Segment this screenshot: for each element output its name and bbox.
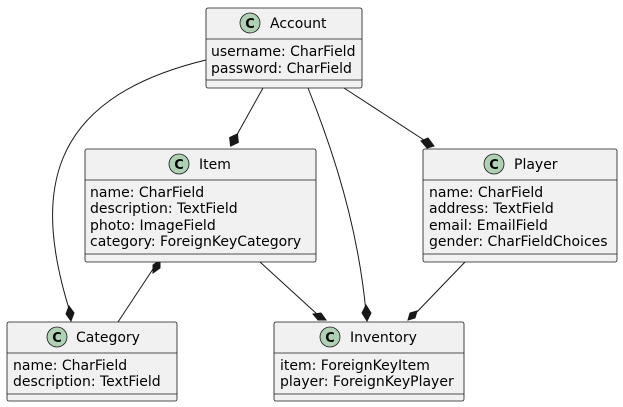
- diamond-inventory-right: [407, 310, 418, 321]
- class-badge-letter: C: [325, 331, 335, 346]
- class-badge-letter: C: [52, 331, 62, 346]
- class-badge-icon: [46, 326, 68, 348]
- class-attribute: gender: CharFieldChoices: [429, 234, 608, 250]
- edge-account-player: [343, 87, 428, 143]
- class-item[interactable]: C Item name: CharField description: Text…: [84, 148, 317, 263]
- class-account[interactable]: C Account username: CharField password: …: [205, 7, 363, 89]
- class-inventory[interactable]: C Inventory item: ForeignKeyItem player:…: [273, 321, 465, 402]
- class-attribute: description: TextField: [13, 374, 161, 390]
- class-attribute: address: TextField: [429, 201, 554, 217]
- class-badge-letter: C: [174, 158, 184, 173]
- class-badge-icon: [319, 326, 341, 348]
- diamond-item-end: [229, 133, 239, 147]
- class-attribute: item: ForeignKeyItem: [280, 358, 430, 374]
- relations: [52, 59, 466, 323]
- class-attribute: name: CharField: [13, 358, 127, 374]
- edge-account-inventory: [307, 87, 367, 313]
- class-attribute: photo: ImageField: [90, 218, 216, 234]
- class-badge-icon: [239, 12, 261, 34]
- class-attribute: email: EmailField: [429, 218, 548, 234]
- edge-account-category: [52, 59, 207, 313]
- class-name: Category: [76, 330, 140, 346]
- class-badge-icon: [168, 153, 190, 175]
- class-attribute: player: ForeignKeyPlayer: [280, 374, 454, 390]
- diamond-item-bottom: [152, 259, 161, 274]
- edge-item-inventory: [259, 261, 319, 316]
- diamond-inventory-top: [361, 303, 372, 323]
- class-name: Account: [270, 16, 327, 32]
- class-badge-letter: C: [489, 158, 499, 173]
- class-name: Player: [514, 157, 558, 173]
- diamond-category-top: [65, 304, 75, 323]
- edge-account-item: [233, 87, 264, 141]
- class-attribute: password: CharField: [211, 61, 352, 77]
- class-category[interactable]: C Category name: CharField description: …: [6, 321, 178, 402]
- class-badge-letter: C: [245, 17, 255, 32]
- diamond-inventory-left: [312, 312, 327, 321]
- diamond-player-end: [420, 137, 435, 149]
- edge-player-inventory: [413, 261, 466, 316]
- class-attribute: name: CharField: [90, 185, 204, 201]
- class-name: Inventory: [350, 330, 417, 346]
- class-attribute: category: ForeignKeyCategory: [90, 234, 301, 250]
- edge-category-item: [117, 265, 156, 323]
- class-attribute: username: CharField: [211, 44, 355, 60]
- class-player[interactable]: C Player name: CharField address: TextFi…: [422, 148, 618, 263]
- class-badge-icon: [483, 153, 505, 175]
- class-name: Item: [199, 157, 231, 173]
- class-attribute: description: TextField: [90, 201, 238, 217]
- class-attribute: name: CharField: [429, 185, 543, 201]
